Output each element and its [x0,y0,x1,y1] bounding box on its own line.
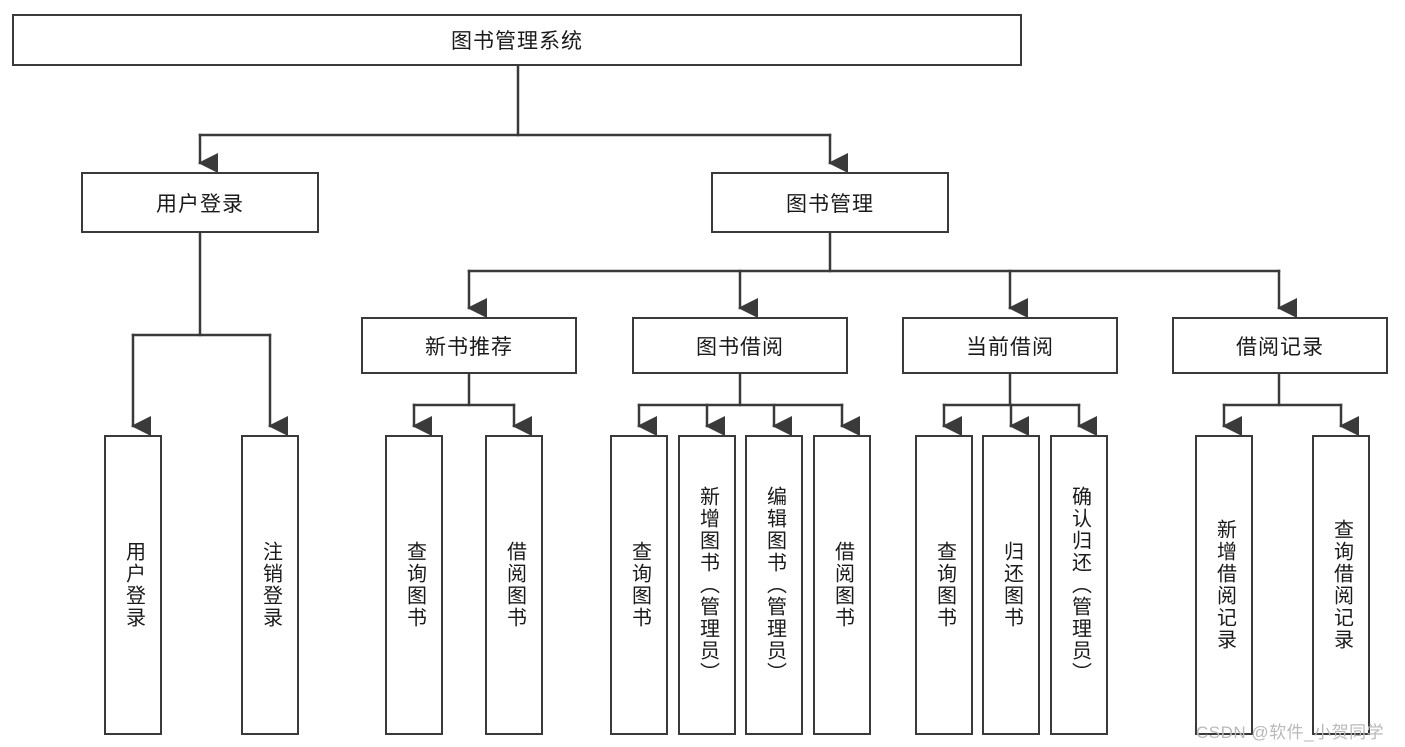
csdn-watermark: CSDN @软件_小贺同学 [1196,723,1385,742]
node-label: 新增借阅记录 [1213,519,1236,651]
node-leaf-add-book-admin[interactable]: 新增图书（管理员） [678,435,736,735]
node-leaf-logout-login[interactable]: 注销登录 [241,435,299,735]
node-leaf-edit-book-admin[interactable]: 编辑图书（管理员） [745,435,803,735]
node-leaf-query-borrow-record[interactable]: 查询借阅记录 [1312,435,1370,735]
node-label: 借阅图书 [503,541,526,629]
node-current-borrow[interactable]: 当前借阅 [902,317,1118,374]
node-leaf-borrow-book-rec[interactable]: 借阅图书 [485,435,543,735]
node-leaf-confirm-return-admin[interactable]: 确认归还（管理员） [1050,435,1108,735]
node-leaf-query-book-borrow[interactable]: 查询图书 [610,435,668,735]
node-label: 归还图书 [1000,541,1023,629]
node-label: 查询图书 [628,541,651,629]
node-label: 图书管理 [786,192,874,216]
node-leaf-user-login[interactable]: 用户登录 [104,435,162,735]
node-leaf-borrow-book[interactable]: 借阅图书 [813,435,871,735]
node-label: 查询图书 [403,541,426,629]
node-user-login[interactable]: 用户登录 [81,172,319,233]
node-label: 借阅记录 [1236,335,1324,359]
node-book-borrow[interactable]: 图书借阅 [632,317,848,374]
node-label: 借阅图书 [831,541,854,629]
node-borrow-record[interactable]: 借阅记录 [1172,317,1388,374]
node-leaf-add-borrow-record[interactable]: 新增借阅记录 [1195,435,1253,735]
node-label: 图书管理系统 [451,30,583,53]
node-label: 新书推荐 [425,335,513,359]
node-label: 用户登录 [156,192,244,216]
node-label: 确认归还（管理员） [1068,486,1091,684]
node-new-book-recommend[interactable]: 新书推荐 [361,317,577,374]
node-label: 注销登录 [259,541,282,629]
node-label: 新增图书（管理员） [696,486,719,684]
node-label: 当前借阅 [966,335,1054,359]
node-leaf-query-book-current[interactable]: 查询图书 [915,435,973,735]
node-label: 查询图书 [933,541,956,629]
node-root[interactable]: 图书管理系统 [12,14,1022,66]
node-leaf-return-book[interactable]: 归还图书 [982,435,1040,735]
node-leaf-query-book-rec[interactable]: 查询图书 [385,435,443,735]
node-book-management[interactable]: 图书管理 [711,172,949,233]
node-label: 用户登录 [122,541,145,629]
node-label: 查询借阅记录 [1330,519,1353,651]
node-label: 编辑图书（管理员） [763,486,786,684]
node-label: 图书借阅 [696,335,784,359]
